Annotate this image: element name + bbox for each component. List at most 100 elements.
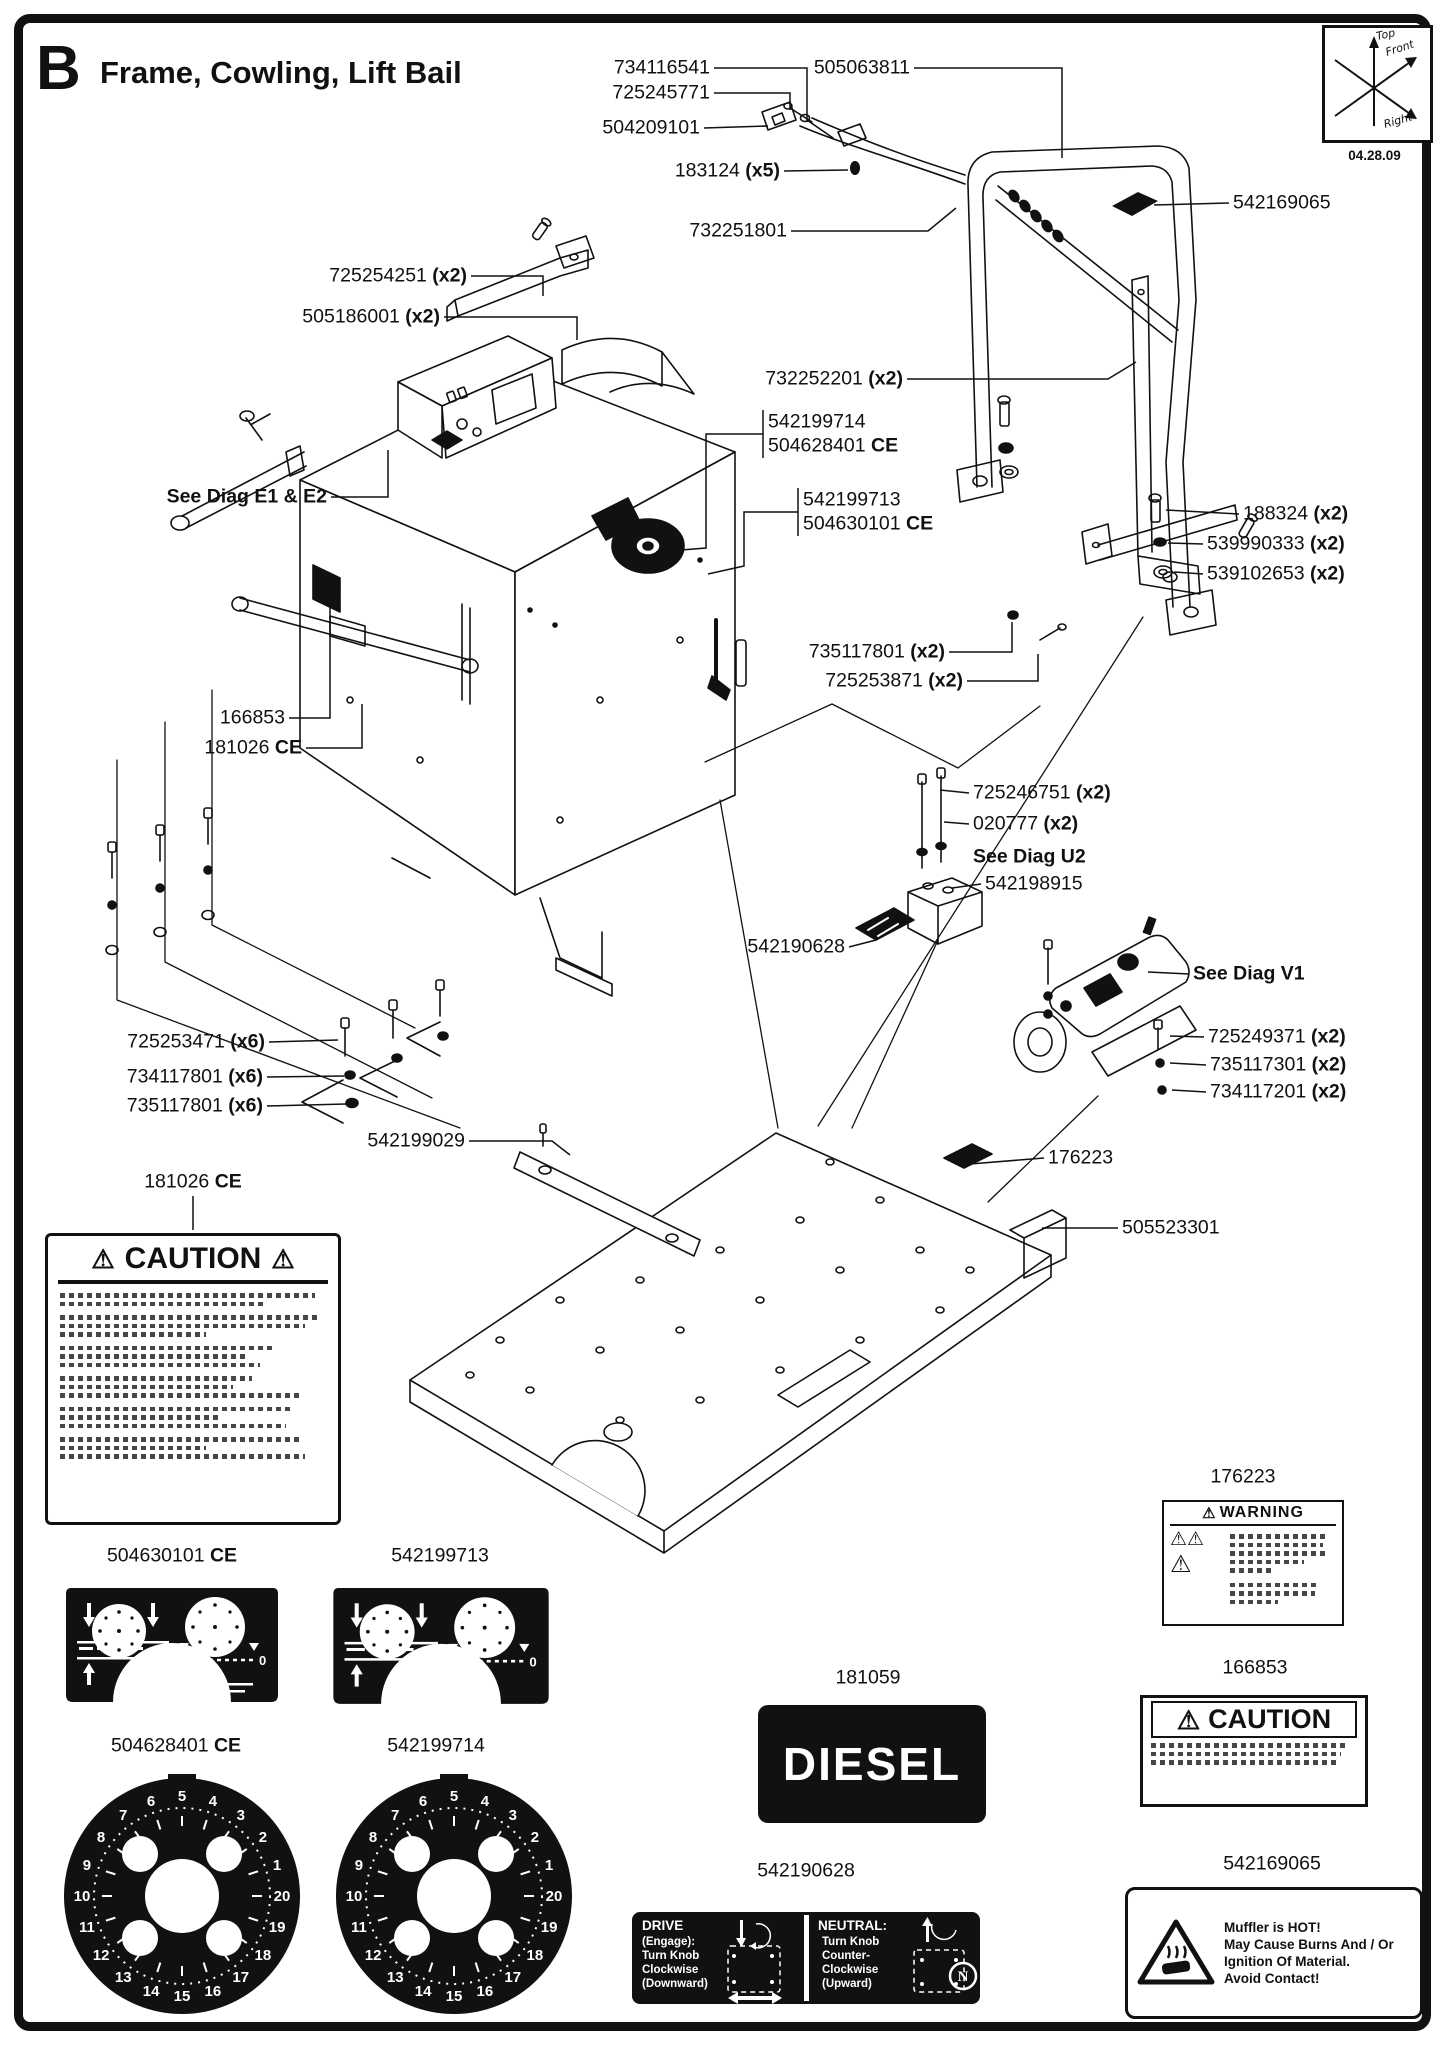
svg-text:1: 1 <box>273 1857 281 1874</box>
orientation-axes-icon: Top Front Right <box>1334 26 1417 131</box>
part-callout: 542169065 <box>1233 191 1331 214</box>
warning-triangle-icon: ⚠ <box>1202 1504 1217 1522</box>
svg-text:8: 8 <box>97 1829 105 1846</box>
svg-text:15: 15 <box>446 1988 463 2005</box>
warning-triangle-icon: ⚠ <box>271 1244 295 1274</box>
svg-text:11: 11 <box>351 1919 367 1936</box>
part-callout: 504209101 <box>602 116 700 139</box>
svg-text:0: 0 <box>174 1653 181 1668</box>
part-callout: 166853 <box>1222 1656 1288 1679</box>
part-callout: 183124 (x5) <box>674 159 780 182</box>
svg-text:20: 20 <box>546 1888 563 1905</box>
svg-text:14: 14 <box>143 1983 160 2000</box>
svg-text:14: 14 <box>415 1983 432 2000</box>
burn-hazard-icon <box>1137 1919 1215 1985</box>
svg-text:0: 0 <box>529 1654 536 1669</box>
svg-text:20: 20 <box>274 1888 291 1905</box>
svg-text:(Downward): (Downward) <box>642 1978 708 1990</box>
warning-label-176223: ⚠ WARNING ⚠⚠⚠ <box>1162 1500 1344 1626</box>
part-callout: 504628401 CE <box>768 434 899 457</box>
part-callout: 542199713 <box>803 488 901 511</box>
part-callout: 542190628 <box>757 1859 855 1882</box>
svg-text:Clockwise: Clockwise <box>642 1964 698 1976</box>
part-callout: 504630101 CE <box>803 512 934 535</box>
part-callout: 505063811 <box>813 56 910 79</box>
part-callout: 734116541 <box>613 56 710 79</box>
part-callout: 725245771 <box>612 81 710 104</box>
hazard-icons: ⚠⚠⚠ <box>1170 1529 1205 1578</box>
svg-text:3: 3 <box>237 1807 245 1824</box>
part-callout: 504628401 CE <box>110 1734 242 1757</box>
part-callout: 542199714 <box>768 410 866 433</box>
svg-text:12: 12 <box>93 1947 110 1964</box>
part-callout: 176223 <box>1048 1146 1114 1169</box>
part-callout: 020777 (x2) <box>973 812 1079 835</box>
svg-text:Clockwise: Clockwise <box>822 1964 878 1976</box>
svg-text:4: 4 <box>209 1793 218 1810</box>
part-callout: 732252201 (x2) <box>765 367 903 390</box>
part-callout: 542199714 <box>387 1734 485 1757</box>
svg-text:15: 15 <box>174 1988 191 2005</box>
part-callout: See Diag U2 <box>973 845 1086 868</box>
part-callout: 735117801 (x2) <box>808 640 945 663</box>
part-callout: See Diag V1 <box>1193 962 1305 985</box>
part-callout: 734117201 (x2) <box>1210 1080 1347 1103</box>
part-callout: 542199029 <box>367 1129 465 1152</box>
svg-text:13: 13 <box>387 1969 404 1986</box>
svg-text:0: 0 <box>443 1654 450 1669</box>
svg-text:6: 6 <box>419 1793 427 1810</box>
caution-label-181026: ⚠ CAUTION ⚠ <box>45 1233 341 1525</box>
svg-text:9: 9 <box>355 1857 363 1874</box>
svg-text:Top: Top <box>1375 28 1396 43</box>
svg-text:19: 19 <box>541 1919 558 1936</box>
svg-text:Counter-: Counter- <box>822 1950 870 1962</box>
svg-text:9: 9 <box>83 1857 91 1874</box>
part-callout: 732251801 <box>689 219 787 242</box>
warning-title: WARNING <box>1219 1504 1304 1521</box>
svg-text:13: 13 <box>115 1969 132 1986</box>
svg-text:Turn Knob: Turn Knob <box>822 1936 879 1948</box>
svg-text:16: 16 <box>205 1983 222 2000</box>
page-title: Frame, Cowling, Lift Bail <box>100 55 462 90</box>
svg-text:8: 8 <box>369 1829 377 1846</box>
svg-text:0: 0 <box>259 1653 266 1668</box>
part-callout: 725253471 (x6) <box>127 1030 265 1053</box>
svg-text:11: 11 <box>79 1919 95 1936</box>
svg-text:5: 5 <box>450 1788 458 1805</box>
diesel-label-181059: DIESEL <box>758 1705 986 1823</box>
part-callout: 542169065 <box>1223 1852 1321 1875</box>
orientation-box: Top Front Right <box>1322 25 1433 143</box>
svg-text:12: 12 <box>365 1947 382 1964</box>
warning-triangle-icon: ⚠ <box>91 1244 115 1274</box>
part-callout: 181059 <box>835 1666 901 1689</box>
part-callout: 505523301 <box>1122 1216 1220 1239</box>
svg-text:18: 18 <box>255 1947 272 1964</box>
revision-date: 04.28.09 <box>1348 148 1401 163</box>
part-callout: 542190628 <box>747 935 845 958</box>
part-callout: 176223 <box>1210 1465 1276 1488</box>
svg-text:10: 10 <box>346 1888 363 1905</box>
drive-neutral-label-542190628: DRIVE (Engage): Turn Knob Clockwise (Dow… <box>632 1912 980 2004</box>
caution-title: CAUTION <box>124 1242 262 1275</box>
part-callout: 188324 (x2) <box>1243 502 1349 525</box>
part-callout: 735117301 (x2) <box>1210 1053 1347 1076</box>
section-letter: B <box>36 34 81 103</box>
svg-text:(Upward): (Upward) <box>822 1978 872 1990</box>
svg-text:3: 3 <box>509 1807 517 1824</box>
svg-text:4: 4 <box>481 1793 490 1810</box>
part-callout: 181026 CE <box>144 1170 242 1193</box>
caution-label-166853: ⚠ CAUTION <box>1140 1695 1368 1807</box>
svg-text:Turn Knob: Turn Knob <box>642 1950 699 1962</box>
svg-text:10: 10 <box>74 1888 91 1905</box>
page-border <box>14 14 1431 2031</box>
svg-text:19: 19 <box>269 1919 286 1936</box>
warning-triangle-icon: ⚠ <box>1176 1704 1201 1735</box>
part-callout: 725254251 (x2) <box>329 264 467 287</box>
svg-text:7: 7 <box>119 1807 127 1824</box>
part-callout: See Diag E1 & E2 <box>166 485 327 508</box>
